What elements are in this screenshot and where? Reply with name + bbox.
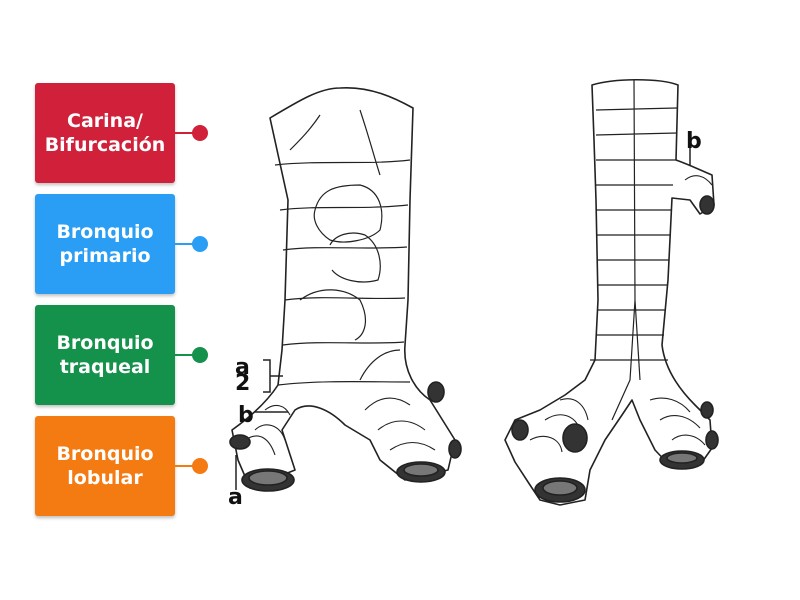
marker-right-b: b — [686, 129, 702, 154]
label-card-bronquio-traqueal[interactable]: Bronquio traqueal — [35, 305, 175, 405]
right-opening-6 — [700, 401, 714, 419]
right-trachea-body — [504, 78, 715, 506]
label-text-bronquio-lobular: Bronquio lobular — [56, 443, 154, 489]
left-opening-5 — [448, 439, 462, 459]
marker-left-b: b — [238, 403, 254, 428]
pin-dot-bronquio-traqueal[interactable] — [192, 347, 208, 363]
left-opening-4 — [427, 381, 445, 403]
pin-line-bronquio-lobular — [175, 465, 199, 467]
right-opening-3-inner — [666, 452, 698, 464]
left-ring-lines — [274, 109, 411, 386]
pin-dot-bronquio-primario[interactable] — [192, 236, 208, 252]
pin-line-bronquio-traqueal — [175, 354, 199, 356]
marker-left-2: 2 — [235, 371, 250, 396]
left-bronchus-rings — [244, 397, 436, 456]
pin-line-carina — [175, 132, 199, 134]
marker-left-a: a — [235, 355, 250, 380]
pin-dot-bronquio-lobular[interactable] — [192, 458, 208, 474]
right-ring-lines — [590, 79, 678, 421]
right-opening-1-inner — [542, 480, 578, 496]
marker-left-bottom: a — [228, 485, 243, 510]
left-marker-bracket — [263, 359, 271, 393]
left-opening-1-inner — [248, 470, 288, 486]
right-opening-2 — [562, 423, 588, 453]
pin-line-bronquio-primario — [175, 243, 199, 245]
left-opening-3 — [229, 434, 251, 450]
left-trachea-body — [231, 87, 456, 489]
right-opening-5 — [511, 419, 529, 441]
right-opening-4 — [699, 195, 715, 215]
label-card-bronquio-lobular[interactable]: Bronquio lobular — [35, 416, 175, 516]
right-opening-7 — [705, 430, 719, 450]
label-card-bronquio-primario[interactable]: Bronquio primario — [35, 194, 175, 294]
label-text-bronquio-primario: Bronquio primario — [56, 221, 154, 267]
left-opening-2-inner — [403, 463, 439, 477]
label-text-carina: Carina/ Bifurcación — [44, 110, 166, 156]
label-card-carina[interactable]: Carina/ Bifurcación — [35, 83, 175, 183]
pin-dot-carina[interactable] — [192, 125, 208, 141]
label-text-bronquio-traqueal: Bronquio traqueal — [56, 332, 154, 378]
right-bronchus-rings — [529, 175, 713, 453]
